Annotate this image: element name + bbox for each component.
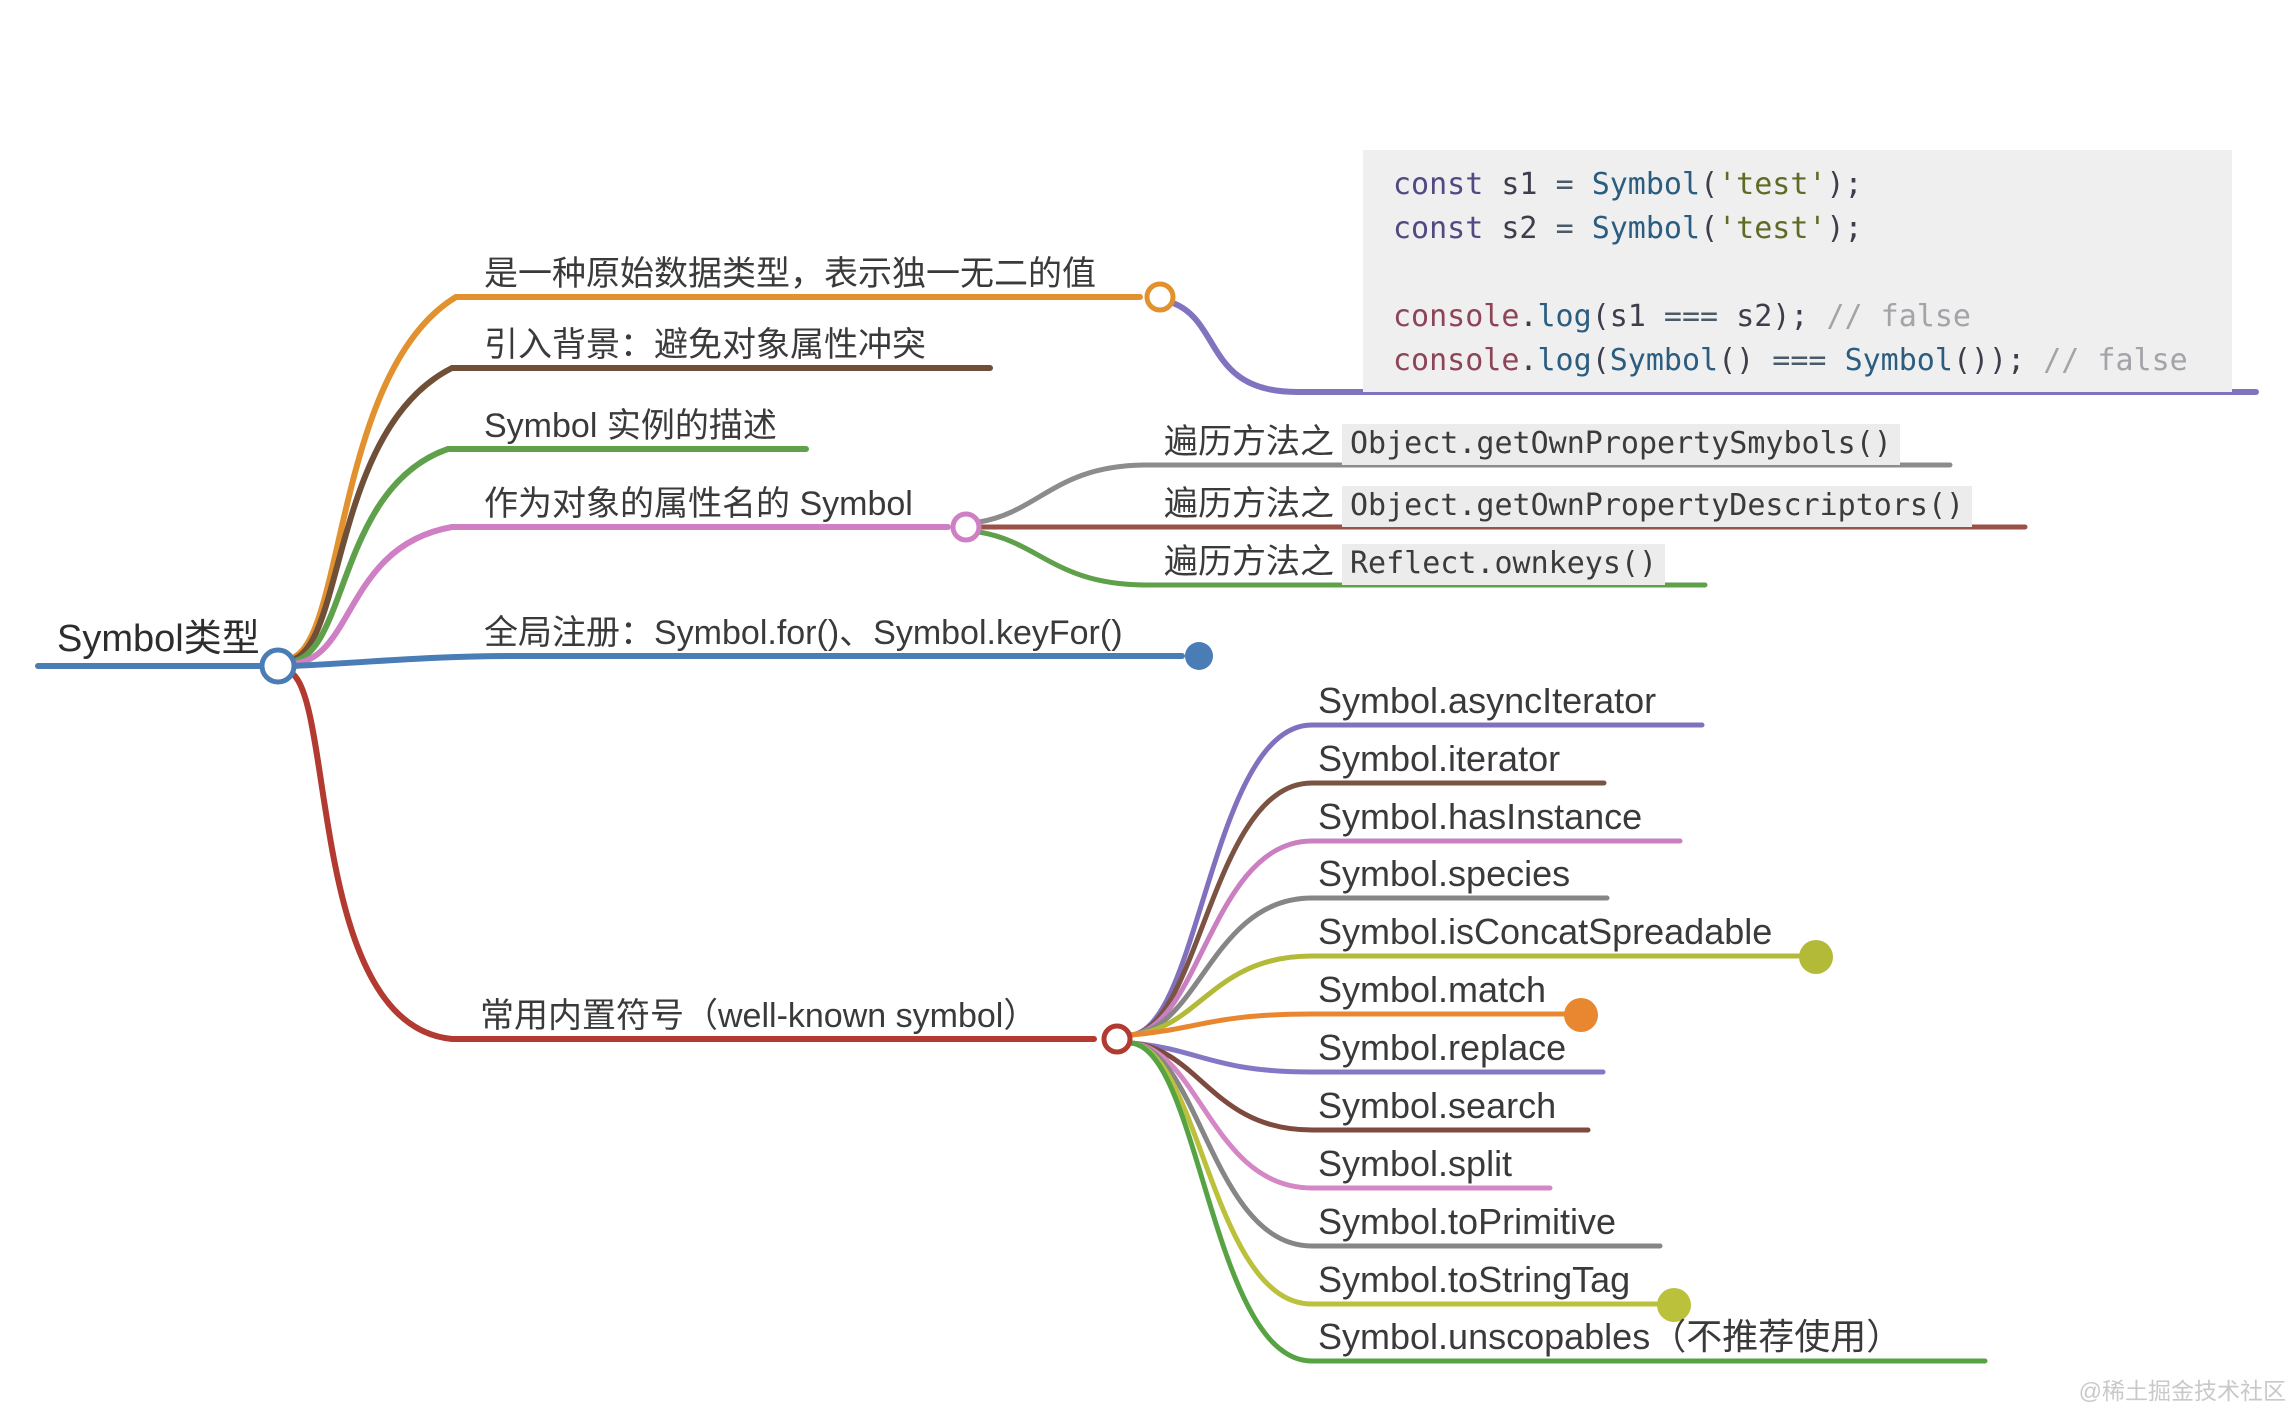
code-token: = <box>1555 211 1592 246</box>
iteration-code: Object.getOwnPropertyDescriptors() <box>1342 486 1973 527</box>
root-node-label[interactable]: Symbol类型 <box>57 618 260 660</box>
code-block-branch-line <box>1170 300 2259 395</box>
branch-label-description[interactable]: Symbol 实例的描述 <box>484 407 777 445</box>
code-line: const s1 = Symbol('test'); <box>1393 163 2232 207</box>
iteration-prefix: 遍历方法之 <box>1164 543 1334 581</box>
code-token: === <box>1754 343 1845 378</box>
code-token: Symbol <box>1609 343 1719 378</box>
well-known-node-circle[interactable] <box>1101 1023 1133 1055</box>
branch-label-well-known[interactable]: 常用内置符号（well-known symbol） <box>480 997 1038 1035</box>
well-known-lines <box>1128 722 1988 1364</box>
code-token: 'test' <box>1718 211 1827 246</box>
iteration-prefix: 遍历方法之 <box>1164 485 1334 523</box>
branch-line-property-name <box>290 524 951 667</box>
well-known-symbol-node[interactable]: Symbol.toPrimitive <box>1318 1201 1617 1242</box>
well-known-symbol-node[interactable]: Symbol.asyncIterator <box>1318 680 1657 721</box>
well-known-symbol-node[interactable]: Symbol.toStringTag <box>1318 1259 1631 1300</box>
global-registry-terminal-dot <box>1185 642 1213 670</box>
well-known-symbol-node[interactable]: Symbol.unscopables（不推荐使用） <box>1318 1316 1903 1357</box>
code-token: === <box>1645 299 1737 334</box>
well-known-symbol-node[interactable]: Symbol.match <box>1318 969 1547 1010</box>
code-token: ( <box>1700 167 1719 202</box>
iteration-line-reflect-ownkeys <box>976 529 1708 588</box>
well-known-symbol-node[interactable]: Symbol.hasInstance <box>1318 796 1643 837</box>
code-block-node[interactable]: const s1 = Symbol('test');const s2 = Sym… <box>1363 150 2232 392</box>
well-known-symbol-node[interactable]: Symbol.isConcatSpreadable <box>1318 911 1773 952</box>
code-token: console <box>1393 299 1520 334</box>
branch-label-background[interactable]: 引入背景：避免对象属性冲突 <box>484 326 926 364</box>
code-token: // false <box>2025 343 2188 378</box>
well-known-line <box>1128 953 1803 1038</box>
code-token: ( <box>1591 299 1610 334</box>
code-line: console.log(s1 === s2); // false <box>1393 295 2232 339</box>
well-known-symbol-node[interactable]: Symbol.species <box>1318 853 1571 894</box>
well-known-line <box>1128 1040 1988 1364</box>
well-known-symbol-node[interactable]: Symbol.search <box>1318 1085 1557 1126</box>
code-token: () <box>1718 343 1755 378</box>
code-token: Symbol <box>1591 211 1701 246</box>
well-known-terminal-dot <box>1657 1288 1691 1322</box>
code-token: ( <box>1700 211 1719 246</box>
code-token: 'test' <box>1718 167 1827 202</box>
code-line: console.log(Symbol() === Symbol()); // f… <box>1393 339 2232 383</box>
well-known-line <box>1128 1040 1606 1075</box>
well-known-symbol-node[interactable]: Symbol.replace <box>1318 1027 1567 1068</box>
code-line <box>1393 251 2232 295</box>
code-token: const <box>1393 167 1484 202</box>
code-token: ); <box>1826 167 1863 202</box>
code-line: const s2 = Symbol('test'); <box>1393 207 2232 251</box>
code-token: s1 <box>1483 167 1556 202</box>
branch-label-property-name[interactable]: 作为对象的属性名的 Symbol <box>484 485 913 523</box>
code-token: Symbol <box>1591 167 1701 202</box>
code-token: s1 <box>1609 299 1646 334</box>
iteration-code: Reflect.ownkeys() <box>1342 544 1666 585</box>
well-known-line <box>1128 895 1610 1038</box>
code-token: . <box>1519 343 1538 378</box>
well-known-terminal-dot <box>1799 940 1833 974</box>
branch-line-global-registry <box>290 653 1185 669</box>
well-known-symbol-node[interactable]: Symbol.split <box>1318 1143 1513 1184</box>
code-token: ); <box>1772 299 1809 334</box>
code-token: s2 <box>1736 299 1773 334</box>
branch-line-description <box>289 446 809 665</box>
code-token: ( <box>1591 343 1610 378</box>
iteration-code: Object.getOwnPropertySmybols() <box>1342 424 1900 465</box>
branch-line-background <box>289 365 993 663</box>
well-known-line <box>1128 838 1683 1038</box>
code-token: log <box>1537 299 1592 334</box>
code-token: const <box>1393 211 1484 246</box>
code-token: = <box>1555 167 1592 202</box>
code-token: s2 <box>1483 211 1556 246</box>
root-node-circle[interactable] <box>259 647 297 685</box>
branch-label-primitive-type[interactable]: 是一种原始数据类型，表示独一无二的值 <box>484 255 1096 293</box>
code-token: ); <box>1826 211 1863 246</box>
code-token: Symbol <box>1844 343 1953 378</box>
code-token: . <box>1519 299 1538 334</box>
branch-line-well-known <box>287 669 1097 1042</box>
well-known-symbol-node[interactable]: Symbol.iterator <box>1318 738 1561 779</box>
property-name-node-circle[interactable] <box>950 511 982 543</box>
primitive-type-node-circle[interactable] <box>1144 281 1176 313</box>
code-token: console <box>1393 343 1520 378</box>
code-token: ()); <box>1952 343 2026 378</box>
iteration-prefix: 遍历方法之 <box>1164 423 1334 461</box>
well-known-line <box>1128 1011 1568 1038</box>
code-token: // false <box>1808 299 1971 334</box>
branch-label-global-registry[interactable]: 全局注册：Symbol.for()、Symbol.keyFor() <box>484 614 1123 652</box>
iteration-line-getownpropertysmybols <box>976 462 1953 525</box>
code-token: log <box>1537 343 1592 378</box>
watermark: @稀土掘金技术社区 <box>2078 1378 2286 1404</box>
well-known-terminal-dot <box>1564 998 1598 1032</box>
